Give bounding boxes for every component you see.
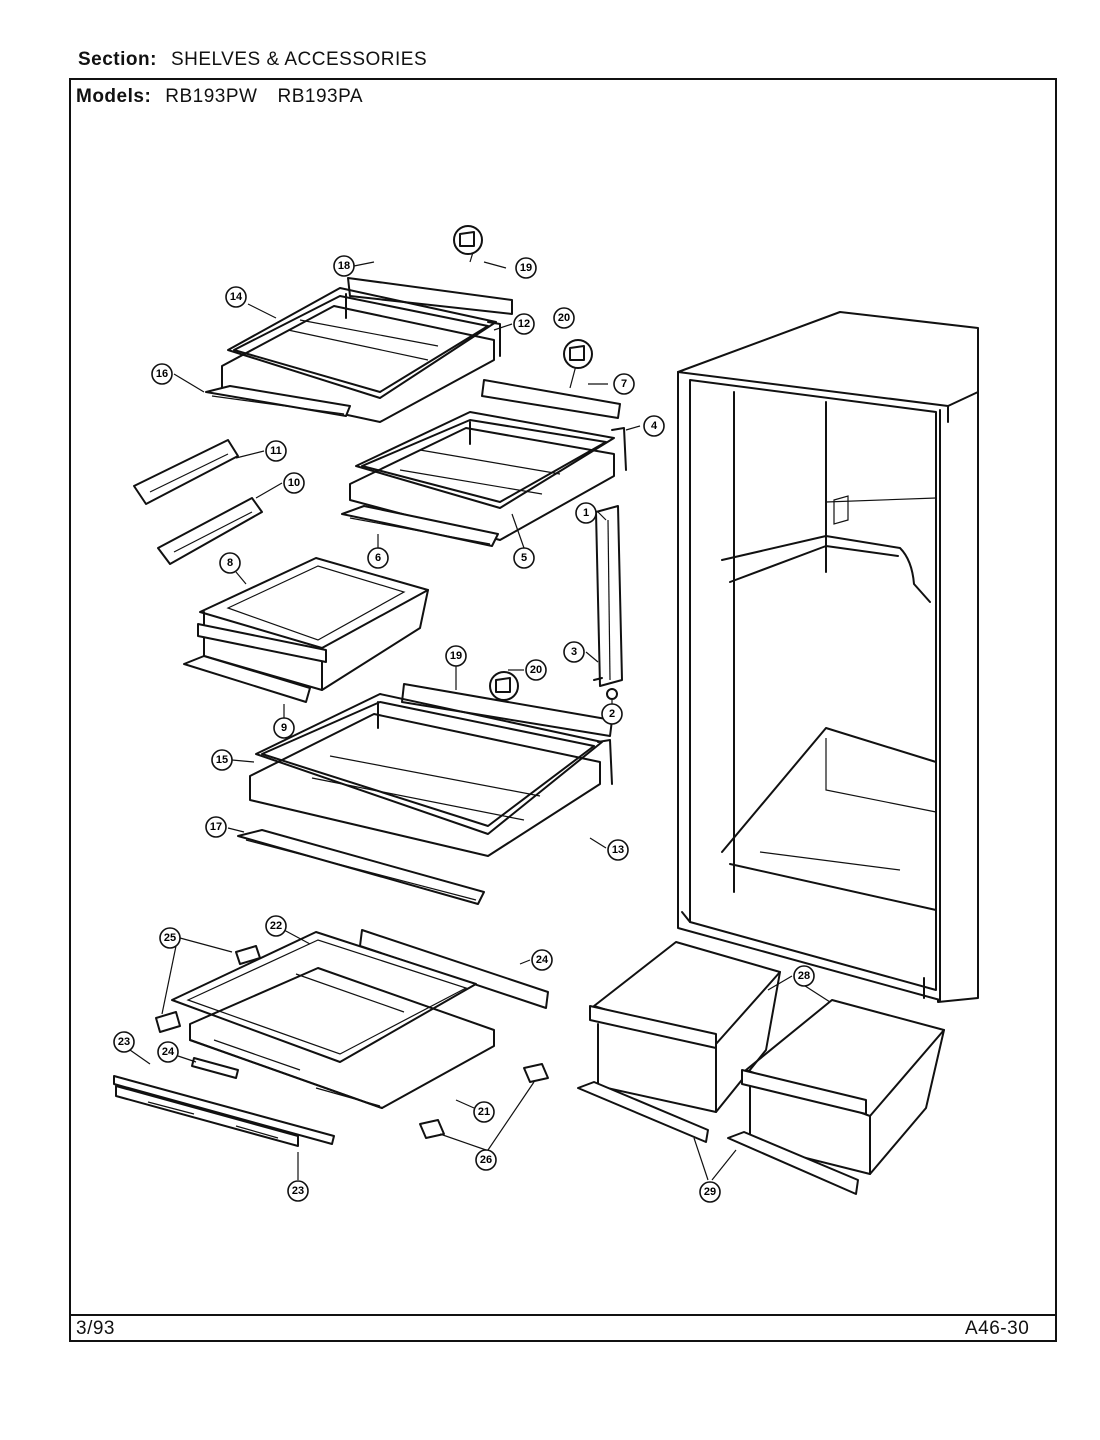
callout-number: 9 [281,722,287,734]
callout-number: 6 [375,552,381,564]
models-label: Models: [76,86,152,107]
callout-number: 7 [621,378,627,390]
callout-28: 28 [793,965,815,987]
second-shelf-assembly [341,379,627,547]
callout-number: 23 [118,1036,130,1048]
callout-3: 3 [563,641,585,663]
callout-13: 13 [607,839,629,861]
callout-22: 22 [265,915,287,937]
callout-number: 29 [704,1186,716,1198]
callout-number: 20 [530,664,542,676]
callout-20a: 19 [515,257,537,279]
callout-number: 25 [164,932,176,944]
callout-23: 23 [287,1180,309,1202]
callout-number: 19 [520,262,532,274]
third-shelf-assembly [237,683,613,905]
callout-15: 15 [211,749,233,771]
diagram-code: A46-30 [965,1318,1030,1339]
callout-number: 4 [651,420,658,432]
callout-8: 8 [219,552,241,574]
callout-12: 12 [513,313,535,335]
crisper-cover-assembly [113,929,549,1147]
refrigerator-cabinet [677,311,979,1003]
crisper-drawers [577,941,945,1195]
callout-16: 16 [151,363,173,385]
models-line: Models: RB193PW RB193PA [76,86,363,108]
callout-29: 29 [699,1181,721,1203]
callout-24: 24 [531,949,553,971]
callout-number: 2 [609,708,615,720]
callout-26: 24 [157,1041,179,1063]
diagram-frame [69,78,1057,1342]
model-number: RB193PA [277,86,364,107]
callout-7: 7 [613,373,635,395]
callout-19: 19 [445,645,467,667]
callout-21: 21 [473,1101,495,1123]
callout-number: 11 [270,445,282,457]
callout-number: 8 [227,557,233,569]
callout-11: 11 [265,440,287,462]
callout-20c: 20 [525,659,547,681]
shelf-brackets [133,439,263,565]
callout-17: 17 [205,816,227,838]
callout-number: 24 [162,1046,175,1058]
callout-number: 13 [612,844,624,856]
leader-lines [129,235,831,1181]
callout-number: 16 [156,368,168,380]
callout-number: 15 [216,754,228,766]
callout-20b: 20 [553,307,575,329]
callout-18: 18 [333,255,355,277]
callout-number: 14 [230,291,243,303]
callout-number: 12 [518,318,530,330]
callout-number: 20 [558,312,570,324]
section-label: Section: [78,49,157,70]
section-value: SHELVES & ACCESSORIES [170,49,428,70]
callout-number: 26 [480,1154,492,1166]
callout-27b: 26 [475,1149,497,1171]
meat-pan-assembly [183,557,429,703]
callout-number: 1 [583,507,589,519]
callout-2: 2 [601,703,623,725]
model-number: RB193PW [165,86,258,107]
callout-25: 23 [113,1031,135,1053]
badge-icons [453,225,593,701]
callout-number: 23 [292,1185,304,1197]
callout-labels: 18 19 14 12 20 16 7 4 11 10 1 6 5 8 3 19… [113,255,815,1203]
callout-number: 24 [536,954,549,966]
callout-number: 18 [338,260,350,272]
callout-number: 5 [521,552,527,564]
callout-10: 10 [283,472,305,494]
callout-number: 17 [210,821,222,833]
callout-27a: 25 [159,927,181,949]
callout-number: 21 [478,1106,490,1118]
callout-number: 10 [288,477,300,489]
footer-divider [69,1314,1057,1316]
callout-number: 19 [450,650,462,662]
callout-9: 9 [273,717,295,739]
callout-14: 14 [225,286,247,308]
callout-6: 6 [367,547,389,569]
section-title: Section: SHELVES & ACCESSORIES [78,49,427,71]
divider-rail [593,505,623,700]
callout-5: 5 [513,547,535,569]
callout-number: 3 [571,646,577,658]
callout-number: 28 [798,970,810,982]
callout-number: 22 [270,920,282,932]
callout-4: 4 [643,415,665,437]
revision-date: 3/93 [76,1318,115,1339]
callout-1: 1 [575,502,597,524]
top-shelf-assembly [205,277,513,423]
